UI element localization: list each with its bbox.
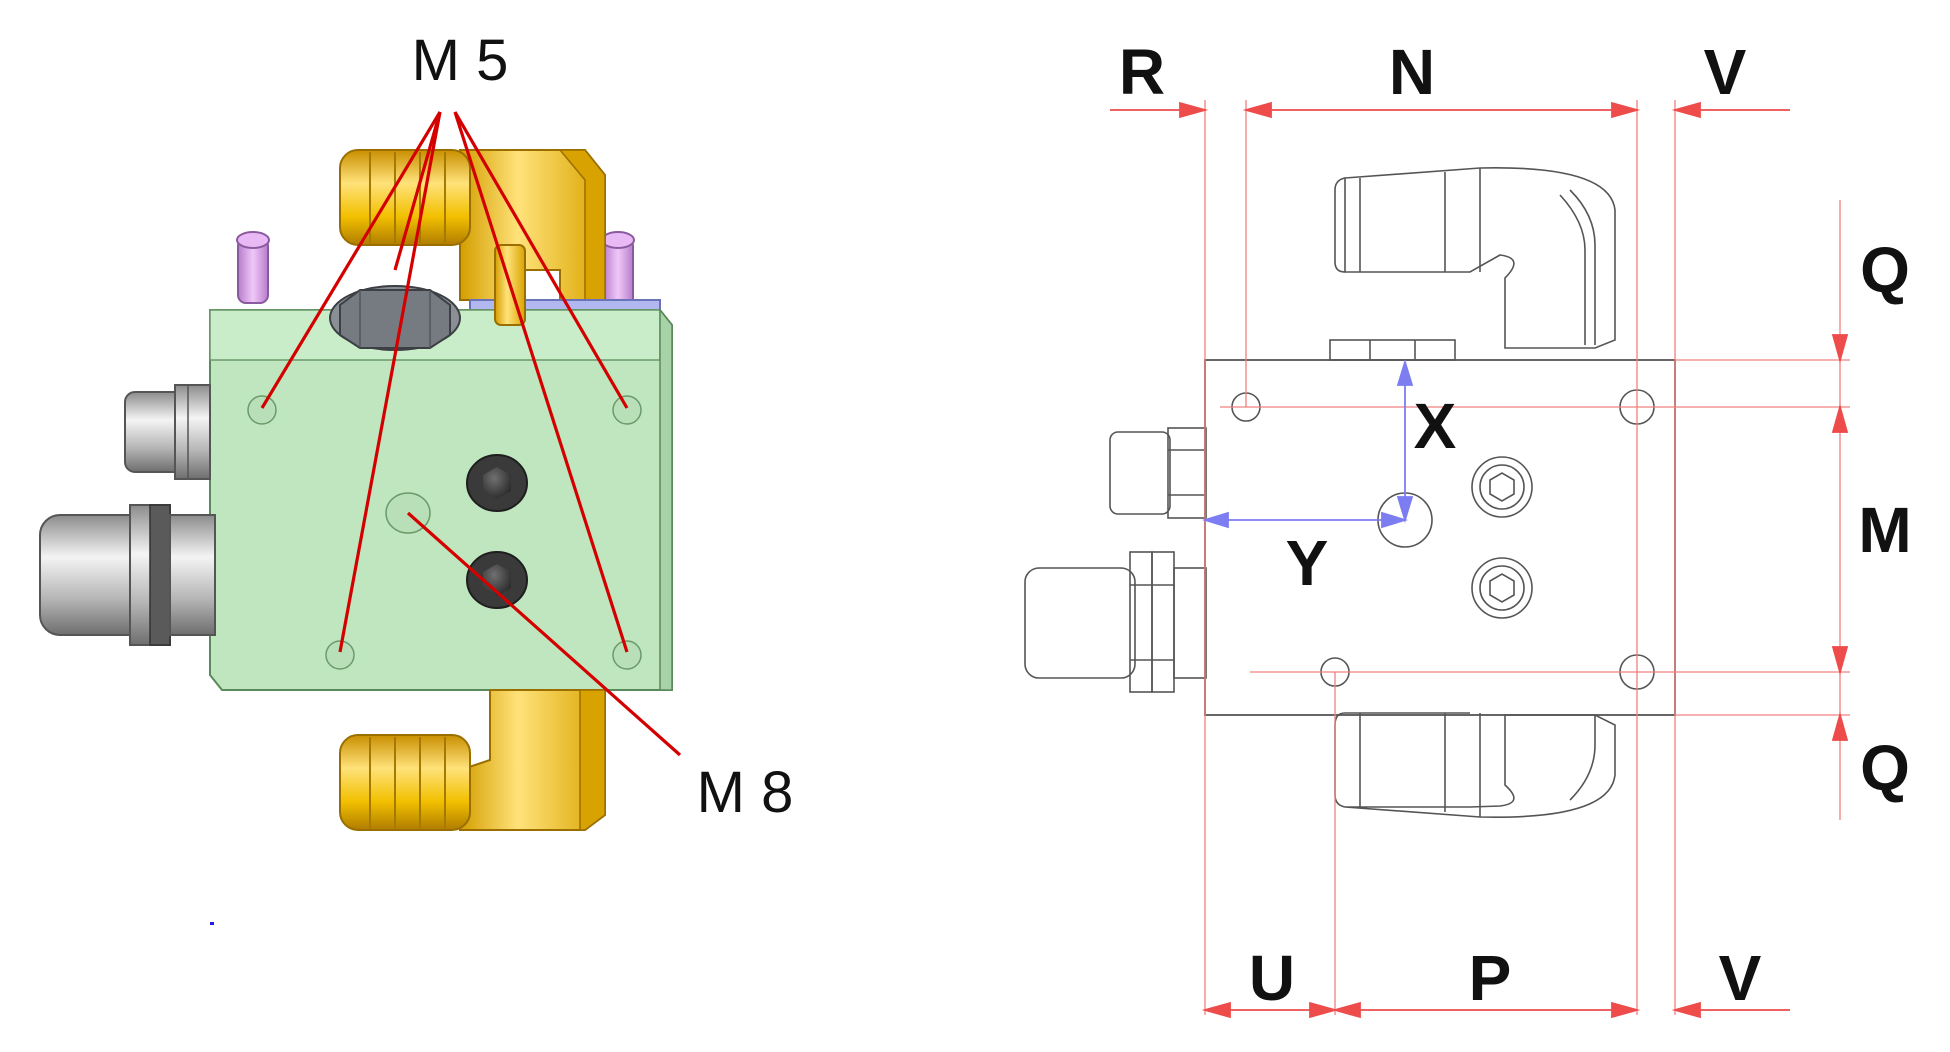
isometric-view: M 5 M 8 [39,28,794,925]
dim-label-n: N [1389,36,1435,108]
right-violet-stud [601,231,635,309]
outline-top-nut [1329,339,1456,361]
left-violet-stud [236,231,270,304]
outline-lower-left-fitting [1024,551,1207,693]
bottom-brass-elbow [339,689,606,831]
m5-hole-top-left [247,395,277,425]
outline-socket-plug-top [1471,456,1533,518]
dim-label-y: Y [1286,527,1329,599]
m5-hole-bottom-right [612,640,642,670]
extension-lines [1204,100,1850,1015]
dimension-lines [1110,101,1849,1019]
dim-label-p: P [1469,942,1512,1014]
m8-leader-line [406,511,682,757]
m8-callout-label: M 8 [697,760,794,825]
outline-bottom-elbow [1334,712,1616,818]
dim-label-q-top: Q [1860,234,1910,306]
outline-upper-left-fitting [1109,427,1207,519]
socket-plug-bottom [466,551,528,609]
lower-steel-fitting [39,504,216,646]
dim-label-q-bottom: Q [1860,732,1910,804]
blue-xy-dimensions [1201,358,1414,529]
dimension-view: R N V Q X M Y Q U P V [1024,36,1912,1019]
outline-socket-plug-bottom [1471,557,1533,619]
dim-label-v-top: V [1704,36,1747,108]
m5-hole-bottom-left [325,640,355,670]
dim-label-v-bottom: V [1719,942,1762,1014]
dim-label-r: R [1119,36,1165,108]
dim-label-u: U [1249,942,1295,1014]
upper-steel-fitting [124,384,211,480]
m5-hole-top-right [612,395,642,425]
m5-callout-label: M 5 [412,28,509,93]
dim-label-m: M [1858,494,1911,566]
outline-top-elbow [1334,167,1616,349]
blue-speck [210,922,214,925]
socket-plug-top [466,454,528,512]
dim-label-x: X [1414,390,1457,462]
m5-leader-lines [260,111,629,653]
grey-hex-plug [329,285,461,351]
